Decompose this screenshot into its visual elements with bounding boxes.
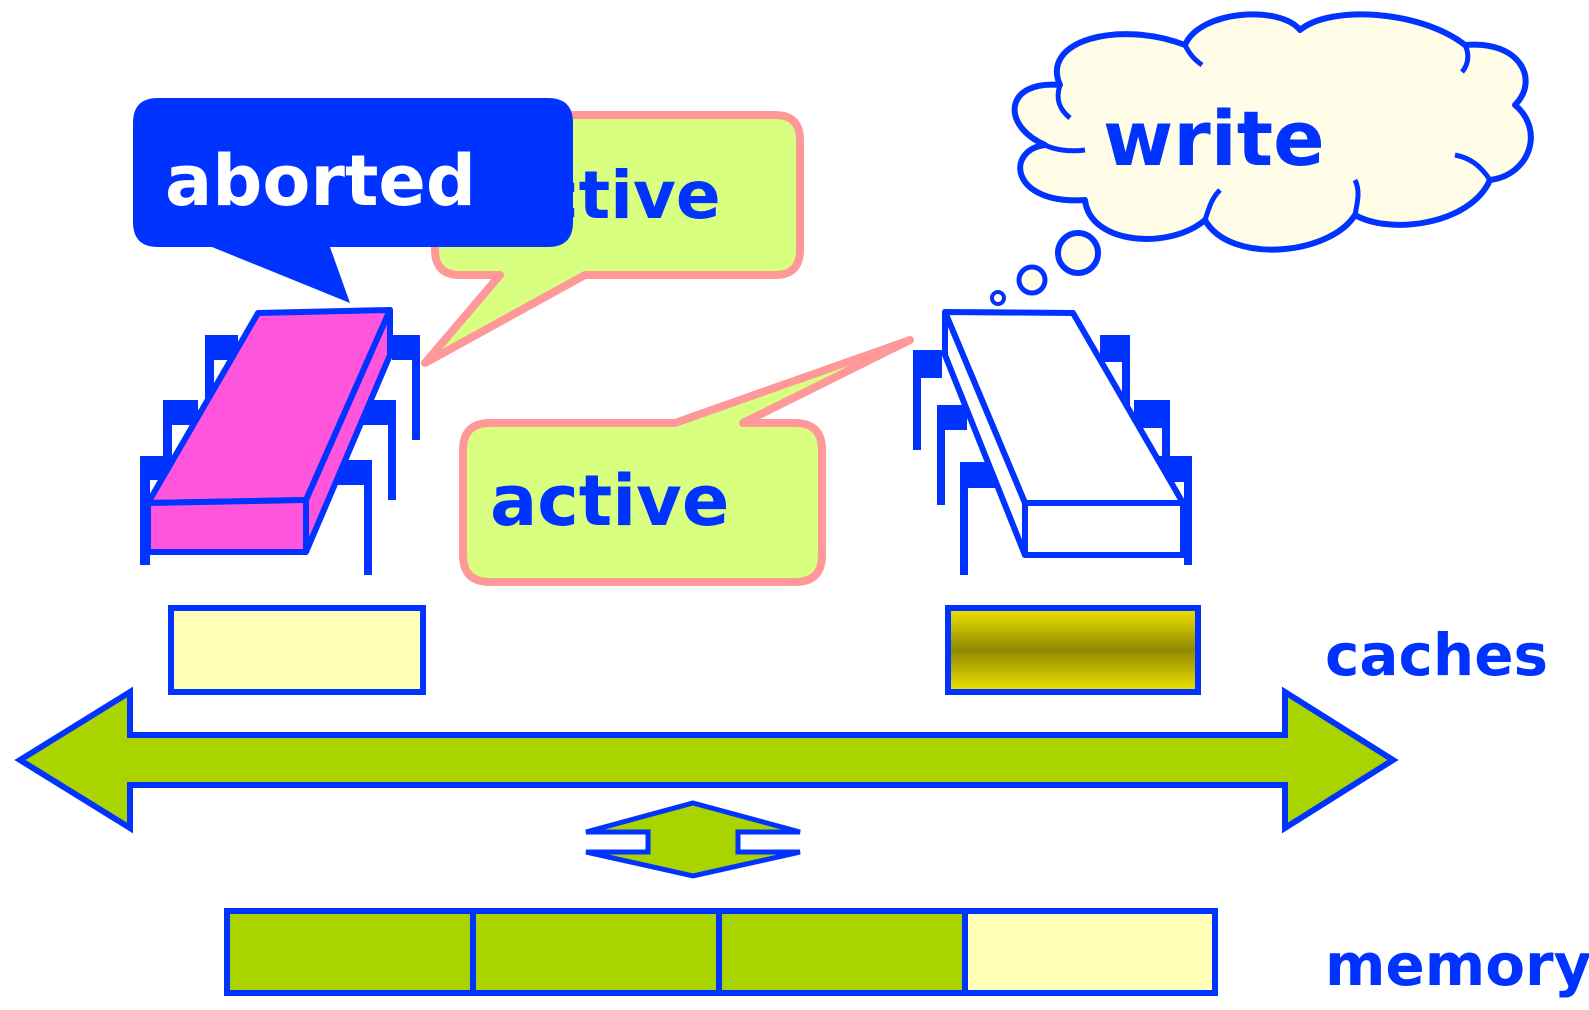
thought-dot-large — [1055, 230, 1101, 276]
thought-dot-medium — [1016, 264, 1048, 296]
left-processor-chip — [140, 307, 420, 575]
caches-label: caches — [1325, 621, 1548, 689]
right-processor-chip — [913, 309, 1192, 575]
shared-bus-arrow — [14, 686, 1399, 834]
memory-link-arrow — [585, 800, 801, 879]
right-active-speech-bubble: active — [459, 336, 914, 586]
write-thought-cloud: write — [990, 11, 1534, 306]
memory-bank — [224, 908, 1218, 996]
thought-dot-small — [990, 290, 1006, 306]
right-cache-dirty — [945, 605, 1201, 695]
memory-label: memory — [1325, 931, 1589, 999]
right-active-label: active — [490, 460, 729, 542]
memory-cell-3 — [716, 908, 968, 996]
write-label: write — [1103, 94, 1325, 183]
aborted-label: aborted — [165, 140, 476, 222]
aborted-speech-bubble: aborted — [133, 98, 573, 303]
memory-cell-4 — [962, 908, 1218, 996]
memory-cell-1 — [224, 908, 476, 996]
memory-cell-2 — [470, 908, 722, 996]
left-cache-clean — [168, 605, 426, 695]
